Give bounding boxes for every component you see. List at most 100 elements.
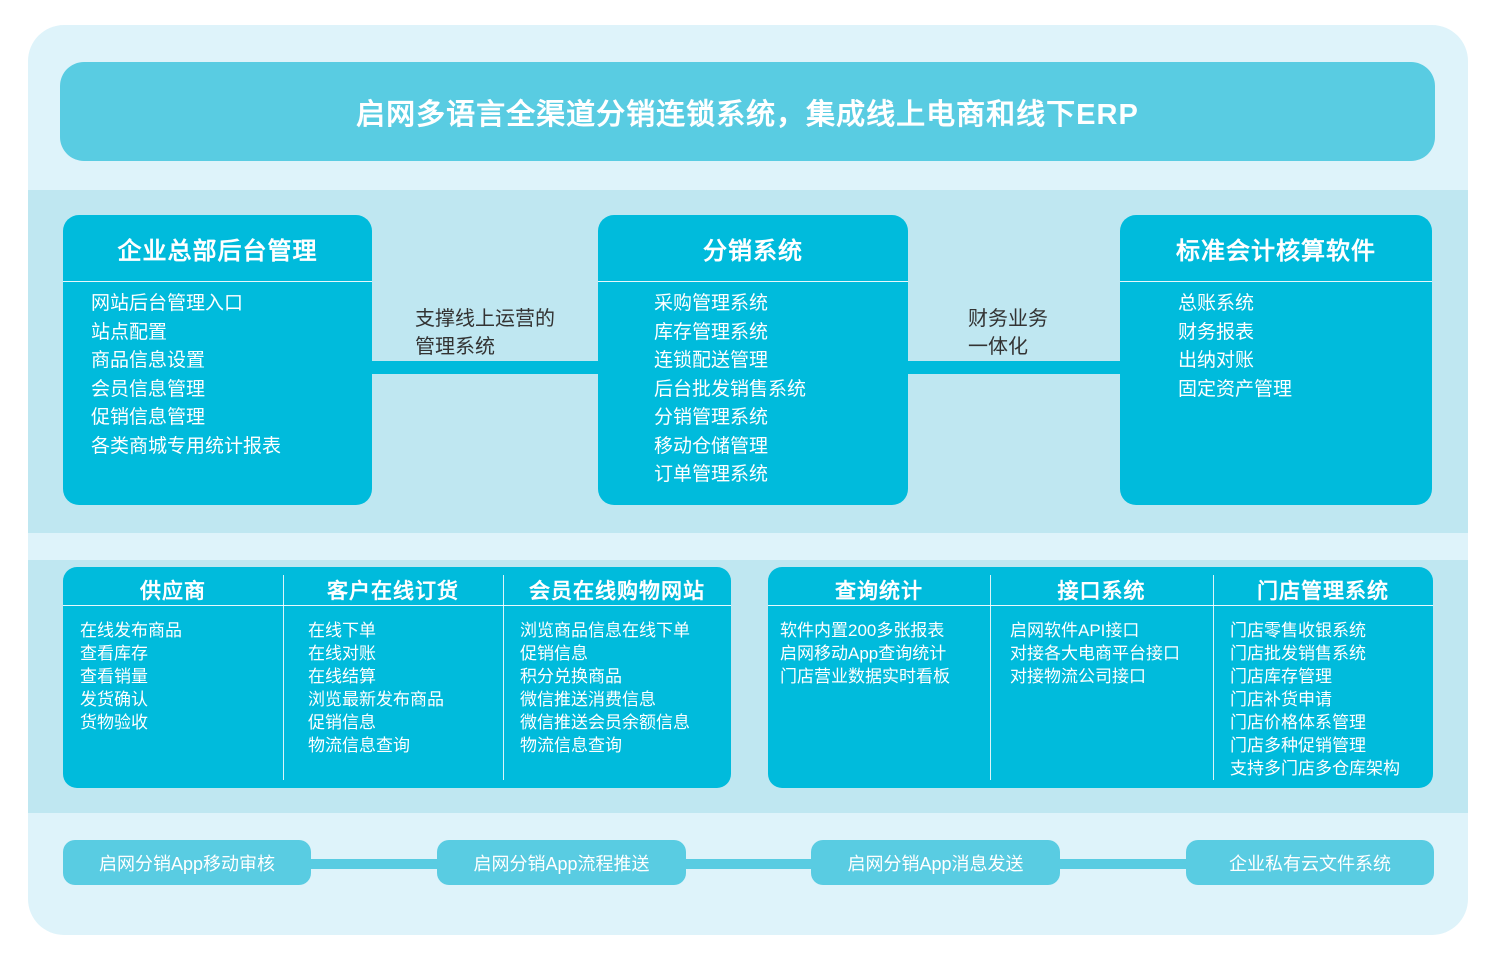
column-member-shopping-site: 会员在线购物网站 浏览商品信息在线下单 促销信息 积分兑换商品 微信推送消费信息… — [503, 567, 731, 788]
connector-label-online-ops: 支撑线上运营的 管理系统 — [415, 305, 555, 361]
column-title: 查询统计 — [835, 580, 923, 603]
list-item: 订单管理系统 — [654, 464, 769, 485]
box-title: 分销系统 — [703, 237, 803, 265]
node-app-workflow-push: 启网分销App流程推送 — [437, 840, 686, 885]
column-customer-ordering: 客户在线订货 在线下单 在线对账 在线结算 浏览最新发布商品 促销信息 物流信息… — [283, 567, 503, 788]
list-item: 门店批发销售系统 — [1230, 644, 1366, 663]
list-item: 站点配置 — [91, 321, 168, 343]
header-divider — [63, 281, 372, 282]
list-item: 对接各大电商平台接口 — [1010, 644, 1180, 663]
list-item: 在线对账 — [308, 644, 376, 663]
column-supplier: 供应商 在线发布商品 查看库存 查看销量 发货确认 货物验收 — [63, 567, 283, 788]
column-divider — [503, 575, 504, 780]
column-query-statistics: 查询统计 软件内置200多张报表 启网移动App查询统计 门店营业数据实时看板 — [768, 567, 990, 788]
list-item: 门店零售收银系统 — [1230, 621, 1366, 640]
list-item: 门店价格体系管理 — [1230, 713, 1366, 732]
list-item: 会员信息管理 — [91, 378, 206, 400]
list-item: 浏览商品信息在线下单 — [520, 621, 690, 640]
box-distribution-system: 分销系统 采购管理系统 库存管理系统 连锁配送管理 后台批发销售系统 分销管理系… — [598, 215, 908, 505]
header-divider — [1120, 281, 1432, 282]
list-item: 微信推送消费信息 — [520, 690, 656, 709]
connector-line-hq-to-distribution — [372, 361, 598, 374]
column-divider — [1213, 575, 1214, 780]
list-item: 物流信息查询 — [520, 736, 622, 755]
column-item-list: 浏览商品信息在线下单 促销信息 积分兑换商品 微信推送消费信息 微信推送会员余额… — [503, 619, 731, 757]
list-item: 网站后台管理入口 — [91, 293, 244, 314]
column-item-list: 软件内置200多张报表 启网移动App查询统计 门店营业数据实时看板 — [768, 619, 990, 688]
node-app-message-sending: 启网分销App消息发送 — [811, 840, 1060, 885]
list-item: 货物验收 — [80, 713, 148, 732]
column-interface-system: 接口系统 启网软件API接口 对接各大电商平台接口 对接物流公司接口 — [990, 567, 1213, 788]
box-hq-backend-management: 企业总部后台管理 网站后台管理入口 站点配置 商品信息设置 会员信息管理 促销信… — [63, 215, 372, 505]
list-item: 后台批发销售系统 — [654, 378, 807, 400]
column-title: 会员在线购物网站 — [529, 580, 705, 603]
list-item: 门店营业数据实时看板 — [780, 667, 950, 686]
list-item: 促销信息 — [520, 644, 588, 663]
list-item: 出纳对账 — [1178, 350, 1255, 371]
list-item: 分销管理系统 — [654, 407, 769, 428]
list-item: 门店库存管理 — [1230, 667, 1332, 686]
list-item: 在线结算 — [308, 667, 376, 686]
list-item: 积分兑换商品 — [520, 667, 622, 686]
connector-label-line: 管理系统 — [415, 336, 495, 358]
list-item: 启网软件API接口 — [1010, 621, 1140, 640]
list-item: 启网移动App查询统计 — [780, 644, 947, 663]
list-item: 促销信息管理 — [91, 407, 206, 428]
node-app-mobile-approval: 启网分销App移动审核 — [63, 840, 311, 885]
column-item-list: 在线发布商品 查看库存 查看销量 发货确认 货物验收 — [63, 619, 283, 734]
footer-connector-line — [311, 859, 437, 869]
list-item: 查看销量 — [80, 667, 148, 686]
column-title: 客户在线订货 — [327, 580, 459, 603]
list-item: 门店多种促销管理 — [1230, 736, 1366, 755]
list-item: 软件内置200多张报表 — [780, 621, 945, 640]
list-item: 采购管理系统 — [654, 293, 769, 314]
header-divider — [63, 605, 731, 606]
box-title: 企业总部后台管理 — [117, 237, 318, 265]
list-item: 物流信息查询 — [308, 736, 410, 755]
connector-label-line: 一体化 — [968, 336, 1028, 358]
box-title: 标准会计核算软件 — [1176, 237, 1376, 265]
diagram-title: 启网多语言全渠道分销连锁系统，集成线上电商和线下ERP — [356, 98, 1139, 131]
column-divider — [990, 575, 991, 780]
column-store-management: 门店管理系统 门店零售收银系统 门店批发销售系统 门店库存管理 门店补货申请 门… — [1213, 567, 1433, 788]
list-item: 商品信息设置 — [91, 350, 206, 371]
footer-connector-line — [1060, 859, 1186, 869]
footer-connector-line — [686, 859, 811, 869]
node-private-cloud-file-system: 企业私有云文件系统 — [1186, 840, 1434, 885]
connector-label-finance-integration: 财务业务 一体化 — [968, 305, 1048, 361]
column-item-list: 在线下单 在线对账 在线结算 浏览最新发布商品 促销信息 物流信息查询 — [283, 619, 503, 757]
header-divider — [598, 281, 908, 282]
list-item: 促销信息 — [308, 713, 376, 732]
list-item: 固定资产管理 — [1178, 378, 1293, 400]
list-item: 微信推送会员余额信息 — [520, 713, 690, 732]
list-item: 对接物流公司接口 — [1010, 667, 1146, 686]
diagram-container: 启网多语言全渠道分销连锁系统，集成线上电商和线下ERP 支撑线上运营的 管理系统… — [28, 25, 1468, 935]
box-online-portals: 供应商 在线发布商品 查看库存 查看销量 发货确认 货物验收 客户在线订货 在线… — [63, 567, 731, 788]
list-item: 查看库存 — [80, 644, 148, 663]
list-item: 各类商城专用统计报表 — [91, 435, 282, 457]
connector-label-line: 财务业务 — [968, 308, 1048, 330]
box-item-list: 总账系统 财务报表 出纳对账 固定资产管理 — [1120, 290, 1432, 404]
column-item-list: 启网软件API接口 对接各大电商平台接口 对接物流公司接口 — [990, 619, 1213, 688]
list-item: 财务报表 — [1178, 321, 1255, 343]
list-item: 库存管理系统 — [654, 321, 769, 343]
column-divider — [283, 575, 284, 780]
column-title: 门店管理系统 — [1257, 580, 1389, 603]
list-item: 门店补货申请 — [1230, 690, 1332, 709]
header-divider — [768, 605, 1433, 606]
list-item: 在线下单 — [308, 621, 376, 640]
list-item: 移动仓储管理 — [654, 435, 769, 457]
list-item: 浏览最新发布商品 — [308, 690, 444, 709]
box-accounting-software: 标准会计核算软件 总账系统 财务报表 出纳对账 固定资产管理 — [1120, 215, 1432, 505]
column-title: 供应商 — [140, 580, 206, 603]
list-item: 在线发布商品 — [80, 621, 182, 640]
column-item-list: 门店零售收银系统 门店批发销售系统 门店库存管理 门店补货申请 门店价格体系管理… — [1213, 619, 1433, 780]
box-item-list: 网站后台管理入口 站点配置 商品信息设置 会员信息管理 促销信息管理 各类商城专… — [63, 290, 372, 461]
list-item: 发货确认 — [80, 690, 148, 709]
column-title: 接口系统 — [1057, 580, 1146, 603]
title-banner: 启网多语言全渠道分销连锁系统，集成线上电商和线下ERP — [60, 62, 1435, 161]
box-item-list: 采购管理系统 库存管理系统 连锁配送管理 后台批发销售系统 分销管理系统 移动仓… — [598, 290, 908, 490]
box-stats-interfaces-stores: 查询统计 软件内置200多张报表 启网移动App查询统计 门店营业数据实时看板 … — [768, 567, 1433, 788]
list-item: 连锁配送管理 — [654, 350, 769, 371]
connector-label-line: 支撑线上运营的 — [415, 308, 555, 330]
